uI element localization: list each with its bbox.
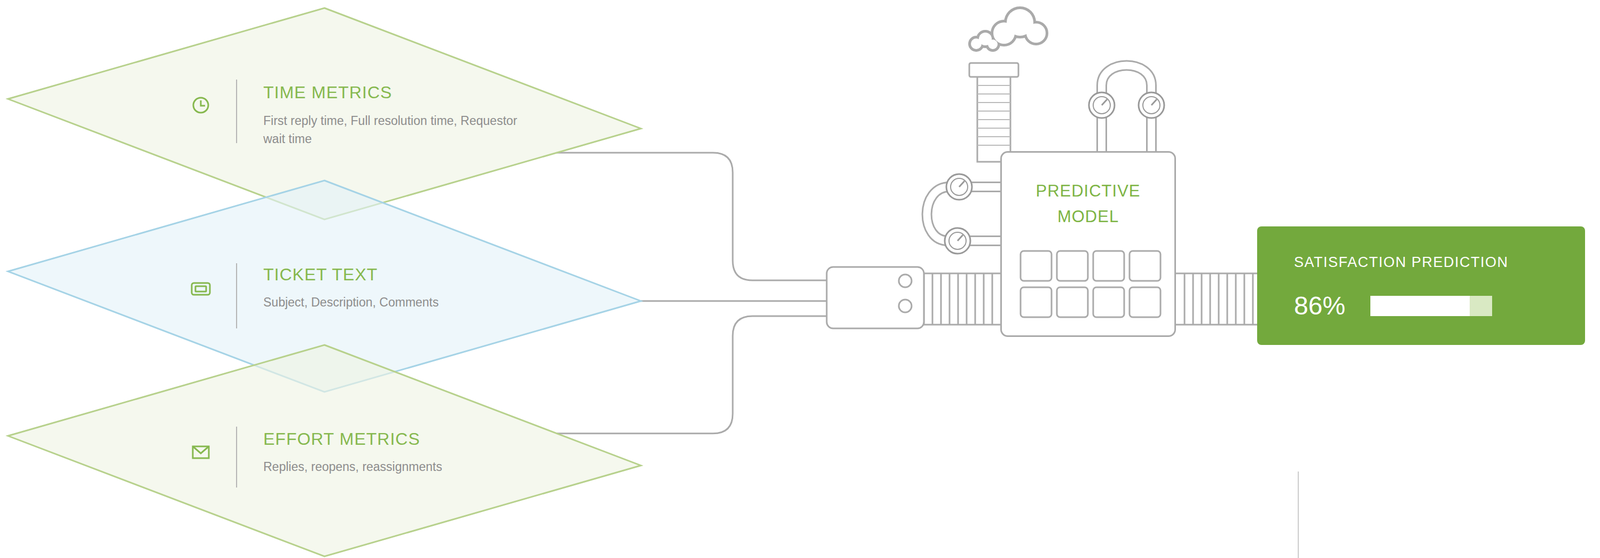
clock-face [193, 97, 209, 113]
wire-connector [556, 316, 1001, 434]
node-title: PREDICTIVE MODEL [1018, 178, 1158, 230]
gauge-face [948, 232, 967, 250]
gauge-rim [946, 174, 972, 200]
plug-socket [898, 299, 912, 313]
prediction-box: SATISFACTION PREDICTION 86% [1257, 226, 1586, 345]
diamond-outline [8, 344, 641, 557]
envelope-flap [192, 446, 209, 454]
text-divider [236, 79, 238, 488]
gauge-face [1142, 96, 1160, 114]
smoke-cloud-fill [970, 9, 1046, 50]
model-box: PREDICTIVE MODEL [1000, 151, 1176, 337]
gauge-rim [1088, 92, 1115, 119]
model-grid [1020, 251, 1161, 318]
grid-cell [1020, 287, 1052, 318]
battery-empty [1469, 295, 1493, 317]
divider-line [1297, 471, 1299, 558]
pressure-gauge [946, 174, 972, 200]
pressure-gauge [1088, 92, 1115, 119]
prediction-value: 86% [1293, 289, 1385, 323]
pressure-gauge [944, 228, 971, 254]
chimney-stack [977, 76, 1011, 162]
wire-connector [556, 152, 1001, 281]
node-title: TICKET TEXT [263, 263, 563, 286]
cloud-puff [1026, 23, 1046, 43]
envelope-icon [192, 446, 209, 459]
input-plug [826, 267, 924, 329]
gauge-rim [1138, 92, 1165, 119]
ticket-inner [195, 286, 207, 292]
ticket-outline [191, 283, 210, 295]
chimney-stripes [977, 85, 1011, 146]
intake-hose [923, 273, 1005, 325]
chimney-cap [969, 63, 1019, 77]
clock-hands [200, 100, 206, 106]
cloud-puff [987, 39, 998, 50]
smoke-cloud [969, 8, 1047, 51]
gauge-needle [957, 234, 963, 241]
grid-cell [1020, 251, 1052, 281]
grid-cell [1056, 251, 1088, 281]
grid-cell [1093, 251, 1125, 281]
grid-cell [1129, 251, 1161, 281]
node-body: First reply time, Full resolution time, … [263, 111, 531, 148]
node-body: Replies, reopens, reassignments [263, 457, 531, 476]
diamond-shape [8, 344, 641, 557]
pressure-gauge [1138, 92, 1165, 119]
gauge-face [1093, 96, 1111, 114]
clock-icon [193, 97, 209, 113]
hose-ribs [932, 273, 993, 325]
grid-cell [1056, 287, 1088, 318]
gauge-needle [1151, 99, 1157, 106]
ticket-icon [191, 283, 210, 295]
hose-ribs [1184, 273, 1253, 325]
node-title: SATISFACTION PREDICTION [1293, 253, 1578, 272]
gauge-needle [1101, 99, 1108, 106]
envelope-outline [192, 446, 209, 459]
plug-socket [898, 274, 912, 288]
gauge-rim [944, 228, 971, 254]
gauge-needle [959, 181, 965, 187]
grid-cell [1093, 287, 1125, 318]
grid-cell [1129, 287, 1161, 318]
node-title: EFFORT METRICS [263, 428, 563, 450]
node-body: Subject, Description, Comments [263, 293, 531, 312]
metric-diamond: EFFORT METRICS Replies, reopens, reassign… [8, 344, 641, 557]
node-title: TIME METRICS [263, 81, 563, 104]
gauge-face [950, 178, 968, 196]
battery-level [1370, 295, 1493, 317]
